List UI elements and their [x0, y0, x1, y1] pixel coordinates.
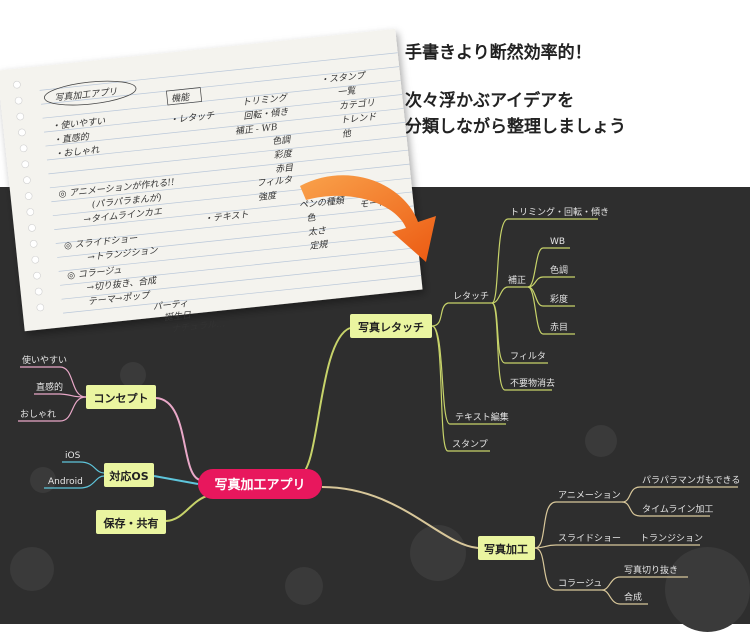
tagline-line3: 分類しながら整理しましょう — [405, 117, 626, 137]
link-save — [165, 494, 211, 522]
note-retouch-6: 赤目 — [275, 162, 295, 175]
leaf-animation-1: パラパラマンガもできる — [642, 475, 740, 486]
note-retouch-2: 回転・傾き — [243, 107, 289, 123]
concept-node-label: コンセプト — [94, 391, 149, 405]
leaf-collage: コラージュ — [558, 578, 602, 589]
link-concept — [155, 397, 201, 481]
note-collage-5: 誕生日 — [164, 310, 193, 324]
note-right-2: 一覧 — [337, 85, 358, 98]
concept-node[interactable] — [86, 385, 156, 409]
edit-node-label: 写真加工 — [484, 542, 528, 556]
leaf-collage-1: 写真切り抜き — [624, 564, 678, 576]
orange-arrow-icon — [300, 175, 436, 262]
note-right-1: ・スタンプ — [320, 70, 368, 86]
leaf-concept-2: 直感的 — [36, 381, 63, 393]
note-col1-3: ・おしゃれ — [54, 144, 101, 160]
note-collage-4: パーティ — [152, 298, 188, 313]
leaf-correction-4: 赤目 — [550, 322, 568, 333]
leaf-correction-3: 彩度 — [550, 293, 568, 305]
bokeh-circle — [285, 567, 323, 605]
note-text-7: 定規 — [309, 239, 329, 252]
leaf-filter: フィルタ — [510, 351, 546, 362]
leaf-stamp: スタンプ — [452, 439, 488, 450]
note-text-1: ・テキスト — [203, 209, 249, 225]
note-retouch: ・レタッチ — [169, 110, 216, 126]
tagline: 手書きより断然効率的！ 次々浮かぶアイデアを 分類しながら整理しましょう — [405, 40, 626, 140]
save-node[interactable] — [96, 510, 166, 534]
leaf-os-2: Android — [48, 477, 83, 487]
os-node[interactable] — [104, 463, 154, 487]
retouch-node-label: 写真レタッチ — [358, 320, 424, 334]
note-text-5: 色 — [306, 212, 317, 224]
leaf-correction-1: WB — [550, 237, 565, 247]
note-right-5: 他 — [341, 128, 352, 140]
note-retouch-5: 彩度 — [273, 148, 294, 161]
link-retouch — [299, 327, 351, 476]
bokeh-circle — [665, 547, 750, 632]
note-text-2: フィルタ — [256, 174, 294, 189]
leaf-collage-2: 合成 — [624, 591, 642, 603]
leaf-animation-2: タイムライン加工 — [642, 504, 713, 515]
note-retouch-1: トリミング — [241, 92, 289, 108]
retouch-node[interactable] — [350, 314, 432, 338]
os-node-label: 対応OS — [108, 469, 148, 483]
bokeh-circle — [30, 467, 56, 493]
central-node-label: 写真加工アプリ — [214, 477, 305, 493]
leaf-concept-1: 使いやすい — [22, 354, 67, 366]
note-right-4: トレンド — [340, 112, 378, 126]
leaf-slideshow: スライドショー — [558, 533, 621, 544]
bokeh-circle — [10, 547, 54, 591]
leaf-os-1: iOS — [65, 451, 81, 461]
bokeh-circle — [410, 525, 466, 581]
note-col1-2: ・直感的 — [52, 131, 90, 146]
note-text-4: ペンの種類 — [299, 195, 347, 211]
leaf-remove: 不要物消去 — [510, 377, 555, 389]
handwritten-note: 写真加工アプリ ・使いやすい ・直感的 ・おしゃれ 機能 ・レタッチ トリミング… — [0, 28, 436, 332]
link-edit — [321, 486, 479, 549]
note-func-label: 機能 — [171, 92, 191, 105]
leaf-correction-2: 色調 — [550, 264, 568, 276]
leaf-text-edit: テキスト編集 — [455, 411, 509, 423]
note-paper — [0, 28, 423, 332]
note-text-6: 太さ — [307, 225, 327, 238]
bokeh-circle — [120, 362, 146, 388]
save-node-label: 保存・共有 — [103, 516, 159, 530]
leaf-retouch-sub: レタッチ — [453, 291, 489, 302]
leaf-animation: アニメーション — [558, 491, 621, 501]
leaf-concept-3: おしゃれ — [20, 409, 56, 420]
tagline-line2: 次々浮かぶアイデアを — [405, 91, 575, 111]
leaf-retouch-trim: トリミング・回転・傾き — [510, 206, 609, 218]
bokeh-circle — [585, 425, 617, 457]
note-right-3: カテゴリ — [338, 97, 375, 112]
leaf-correction: 補正 — [508, 274, 526, 286]
leaf-slideshow-1: トランジション — [640, 533, 703, 544]
note-text-3: 強度 — [257, 190, 278, 203]
note-retouch-4: 色調 — [272, 134, 293, 147]
edit-node[interactable] — [478, 536, 535, 560]
tagline-line1: 手書きより断然効率的！ — [405, 43, 592, 63]
link-os — [153, 475, 199, 485]
central-node[interactable] — [198, 469, 322, 499]
note-retouch-3: 補正 - WB — [234, 122, 278, 137]
